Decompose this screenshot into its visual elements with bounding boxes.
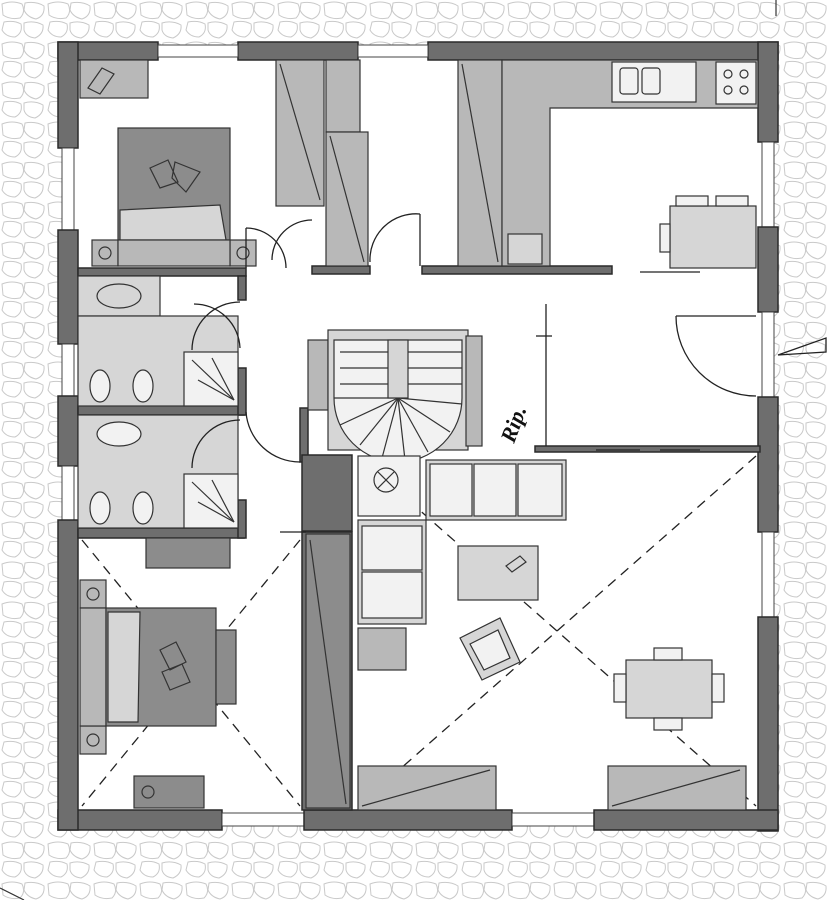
nightstand-left (91, 239, 119, 267)
nightstand-bottom (79, 725, 107, 755)
toilet-icon[interactable] (89, 369, 111, 403)
side-table (357, 627, 407, 671)
nightstand-top (79, 579, 107, 609)
bedroom-1 (79, 59, 287, 269)
sink-icon[interactable] (611, 61, 697, 103)
bathroom-2 (77, 414, 241, 529)
bedroom-2 (79, 539, 301, 809)
washbasin-icon[interactable] (96, 283, 142, 309)
toilet-icon[interactable] (89, 491, 111, 525)
stove-icon[interactable] (715, 61, 757, 105)
closets (271, 59, 503, 267)
coffee-table[interactable] (457, 545, 539, 601)
bidet-icon[interactable] (132, 491, 154, 525)
dining-table[interactable] (613, 647, 725, 731)
kitchen-table[interactable] (659, 195, 757, 269)
fireplace (357, 455, 421, 517)
double-bed-icon[interactable] (117, 127, 231, 241)
sofa-icon[interactable] (357, 519, 427, 625)
washbasin-icon[interactable] (96, 421, 142, 447)
bidet-icon[interactable] (132, 369, 154, 403)
double-bed-icon[interactable] (79, 607, 217, 727)
sofa-icon[interactable] (425, 459, 567, 521)
bathroom-1 (77, 275, 241, 407)
living-room (357, 449, 757, 811)
door-bedroom-1 (245, 227, 287, 269)
armchair-icon[interactable] (459, 617, 521, 681)
desk[interactable] (133, 775, 205, 809)
kitchen (501, 59, 759, 397)
hall-wardrobe (305, 533, 351, 809)
entrance-step (777, 337, 827, 356)
corridor-doors (145, 303, 306, 569)
nightstand-right (229, 239, 257, 267)
desk-chair[interactable] (79, 59, 149, 99)
staircase: Rip. (307, 304, 552, 463)
spiral-stair-icon[interactable] (333, 339, 463, 463)
door-kitchen (675, 315, 757, 397)
